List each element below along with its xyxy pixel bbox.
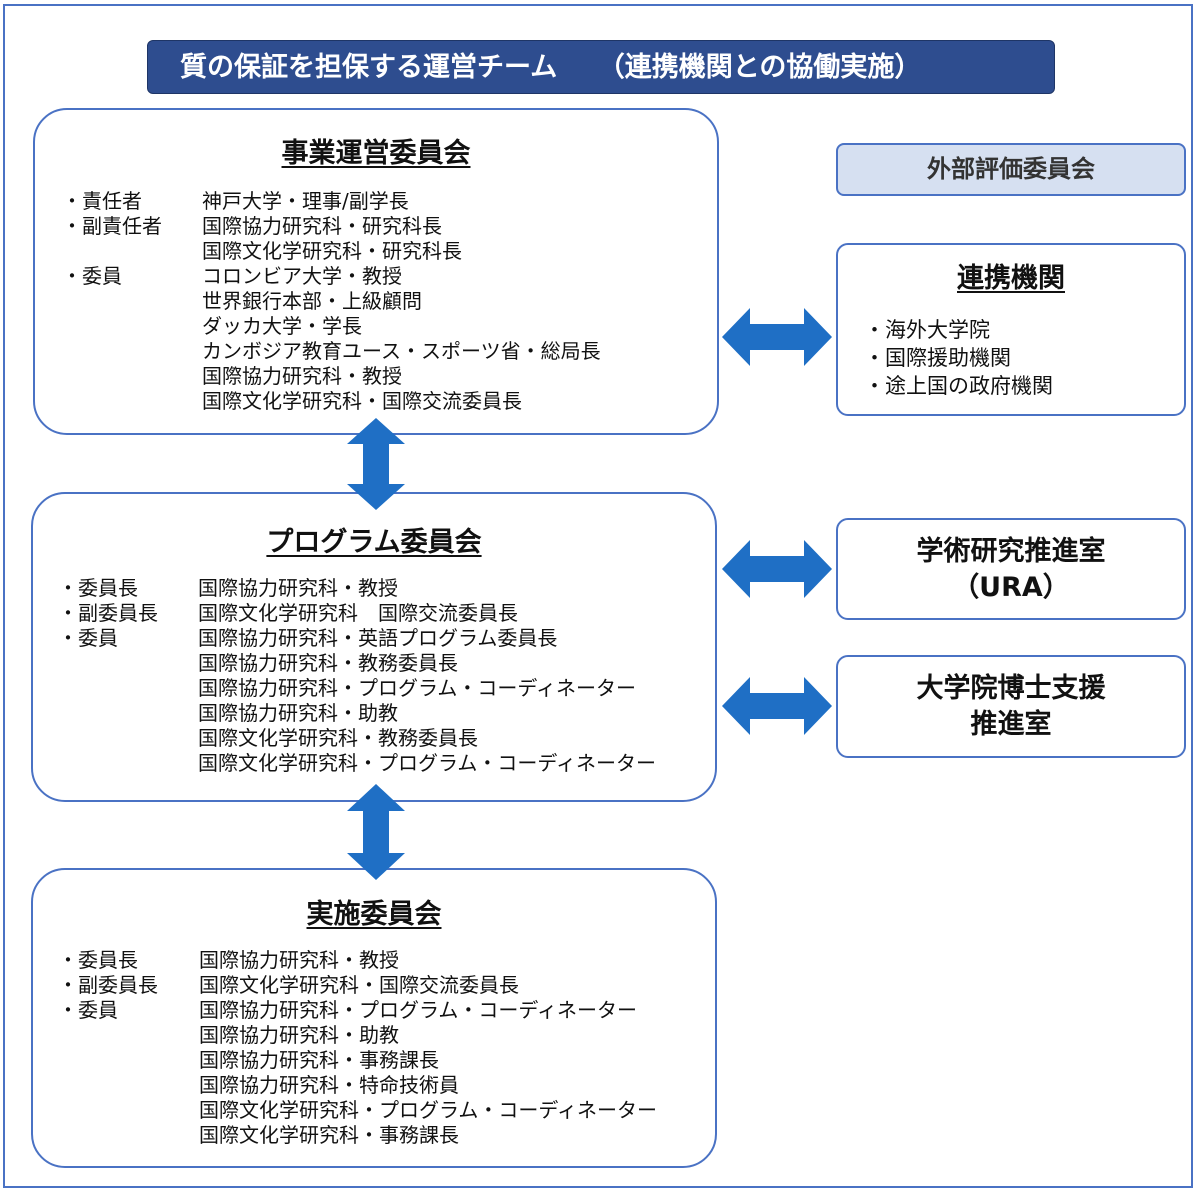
partner-item: ・国際援助機関: [864, 346, 1011, 370]
double-arrow-horizontal-research: [722, 540, 832, 598]
member-label: 国際協力研究科・助教: [198, 701, 398, 725]
diagram-frame: [3, 4, 1193, 1188]
business-committee-title: 事業運営委員会: [281, 138, 471, 169]
member-label: 国際協力研究科・教授: [198, 576, 398, 600]
business-committee-box: 事業運営委員会 ・責任者 神戸大学・理事/副学長・副責任者 国際協力研究科・研究科長…: [33, 108, 719, 435]
role-label: ・委員: [58, 998, 118, 1022]
doctoral-support-office-box: 大学院博士支援 推進室: [836, 655, 1186, 758]
role-label: ・委員: [62, 264, 122, 288]
member-row: 国際協力研究科・事務課長: [58, 1048, 698, 1073]
double-arrow-horizontal-partners: [722, 308, 832, 366]
member-row: ・委員 国際協力研究科・英語プログラム委員長: [58, 626, 698, 651]
member-row: 国際文化学研究科・国際交流委員長: [62, 389, 702, 414]
member-row: ・副委員長 国際文化学研究科 国際交流委員長: [58, 601, 698, 626]
member-label: 国際協力研究科・英語プログラム委員長: [198, 626, 558, 650]
role-label: ・副委員長: [58, 973, 158, 997]
member-row: ・責任者 神戸大学・理事/副学長: [62, 189, 702, 214]
member-row: 国際文化学研究科・事務課長: [58, 1123, 698, 1148]
member-label: カンボジア教育ユース・スポーツ省・総局長: [202, 339, 601, 363]
implementation-committee-title: 実施委員会: [306, 899, 442, 930]
member-label: 国際文化学研究科・教務委員長: [198, 726, 478, 750]
member-label: 世界銀行本部・上級顧問: [202, 289, 422, 313]
member-row: ダッカ大学・学長: [62, 314, 702, 339]
member-label: 国際協力研究科・教授: [202, 364, 402, 388]
member-row: 国際文化学研究科・プログラム・コーディネーター: [58, 1098, 698, 1123]
member-row: ・委員 国際協力研究科・プログラム・コーディネーター: [58, 998, 698, 1023]
partner-institutions-title: 連携機関: [957, 263, 1065, 294]
member-row: ・副責任者 国際協力研究科・研究科長: [62, 214, 702, 239]
double-arrow-vertical-upper: [347, 418, 405, 510]
doctoral-office-line1: 大学院博士支援: [916, 673, 1106, 704]
role-label: ・委員: [58, 626, 118, 650]
program-committee-title: プログラム委員会: [266, 527, 482, 558]
doctoral-office-line2: 推進室: [970, 709, 1052, 740]
member-label: 神戸大学・理事/副学長: [202, 189, 409, 213]
member-label: 国際協力研究科・教授: [199, 948, 399, 972]
double-arrow-horizontal-doctoral: [722, 677, 832, 735]
member-row: カンボジア教育ユース・スポーツ省・総局長: [62, 339, 702, 364]
partner-institutions-box: 連携機関 ・海外大学院 ・国際援助機関 ・途上国の政府機関: [836, 243, 1186, 416]
member-row: 国際協力研究科・助教: [58, 701, 698, 726]
member-label: 国際文化学研究科 国際交流委員長: [198, 601, 518, 625]
member-row: ・委員 コロンビア大学・教授: [62, 264, 702, 289]
partner-item: ・海外大学院: [864, 318, 990, 342]
member-label: 国際文化学研究科・事務課長: [199, 1123, 459, 1147]
member-row: ・委員長 国際協力研究科・教授: [58, 948, 698, 973]
implementation-committee-box: 実施委員会 ・委員長 国際協力研究科・教授・副委員長 国際文化学研究科・国際交流委員…: [31, 868, 717, 1168]
member-label: 国際文化学研究科・プログラム・コーディネーター: [198, 751, 656, 775]
external-evaluation-committee: 外部評価委員会: [836, 143, 1186, 196]
member-label: 国際文化学研究科・研究科長: [202, 239, 462, 263]
member-label: 国際協力研究科・プログラム・コーディネーター: [199, 998, 637, 1022]
member-row: 国際文化学研究科・プログラム・コーディネーター: [58, 751, 698, 776]
member-row: 国際協力研究科・助教: [58, 1023, 698, 1048]
member-label: 国際協力研究科・事務課長: [199, 1048, 439, 1072]
member-label: 国際文化学研究科・プログラム・コーディネーター: [199, 1098, 657, 1122]
research-promotion-office-box: 学術研究推進室 （URA）: [836, 518, 1186, 620]
role-label: ・副責任者: [62, 214, 162, 238]
role-label: ・責任者: [62, 189, 142, 213]
program-committee-box: プログラム委員会 ・委員長 国際協力研究科・教授・副委員長 国際文化学研究科 国際交…: [31, 492, 717, 802]
role-label: ・副委員長: [58, 601, 158, 625]
member-label: 国際協力研究科・研究科長: [202, 214, 442, 238]
member-row: 国際協力研究科・教務委員長: [58, 651, 698, 676]
partner-item: ・途上国の政府機関: [864, 374, 1053, 398]
member-label: 国際協力研究科・助教: [199, 1023, 399, 1047]
member-label: ダッカ大学・学長: [202, 314, 362, 338]
role-label: ・委員長: [58, 948, 138, 972]
member-row: ・副委員長 国際文化学研究科・国際交流委員長: [58, 973, 698, 998]
member-label: 国際協力研究科・教務委員長: [198, 651, 458, 675]
member-row: 国際協力研究科・プログラム・コーディネーター: [58, 676, 698, 701]
member-label: 国際協力研究科・特命技術員: [199, 1073, 459, 1097]
member-row: 国際文化学研究科・教務委員長: [58, 726, 698, 751]
page-title: 質の保証を担保する運営チーム （連携機関との協働実施）: [147, 40, 1055, 94]
member-label: 国際文化学研究科・国際交流委員長: [199, 973, 519, 997]
member-label: コロンビア大学・教授: [202, 264, 402, 288]
research-office-line1: 学術研究推進室: [916, 536, 1106, 567]
member-row: 国際文化学研究科・研究科長: [62, 239, 702, 264]
member-row: 国際協力研究科・教授: [62, 364, 702, 389]
member-row: 国際協力研究科・特命技術員: [58, 1073, 698, 1098]
role-label: ・委員長: [58, 576, 138, 600]
double-arrow-vertical-lower: [347, 784, 405, 880]
research-office-line2: （URA）: [952, 572, 1070, 603]
member-label: 国際文化学研究科・国際交流委員長: [202, 389, 522, 413]
member-row: ・委員長 国際協力研究科・教授: [58, 576, 698, 601]
member-row: 世界銀行本部・上級顧問: [62, 289, 702, 314]
member-label: 国際協力研究科・プログラム・コーディネーター: [198, 676, 636, 700]
